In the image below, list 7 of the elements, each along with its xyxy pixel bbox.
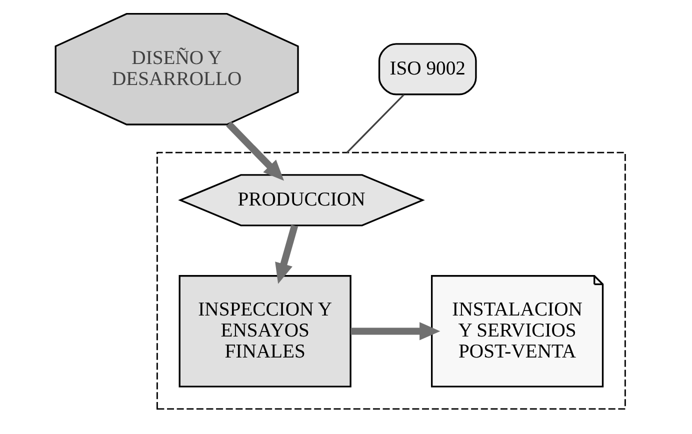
- node-box: INSPECCION Y ENSAYOS FINALES: [178, 275, 352, 388]
- arrow: [226, 121, 284, 181]
- node-box: ISO 9002: [378, 43, 477, 96]
- cluster: [156, 152, 626, 410]
- arrow: [275, 224, 298, 284]
- connector: [346, 94, 404, 154]
- arrow: [350, 322, 440, 340]
